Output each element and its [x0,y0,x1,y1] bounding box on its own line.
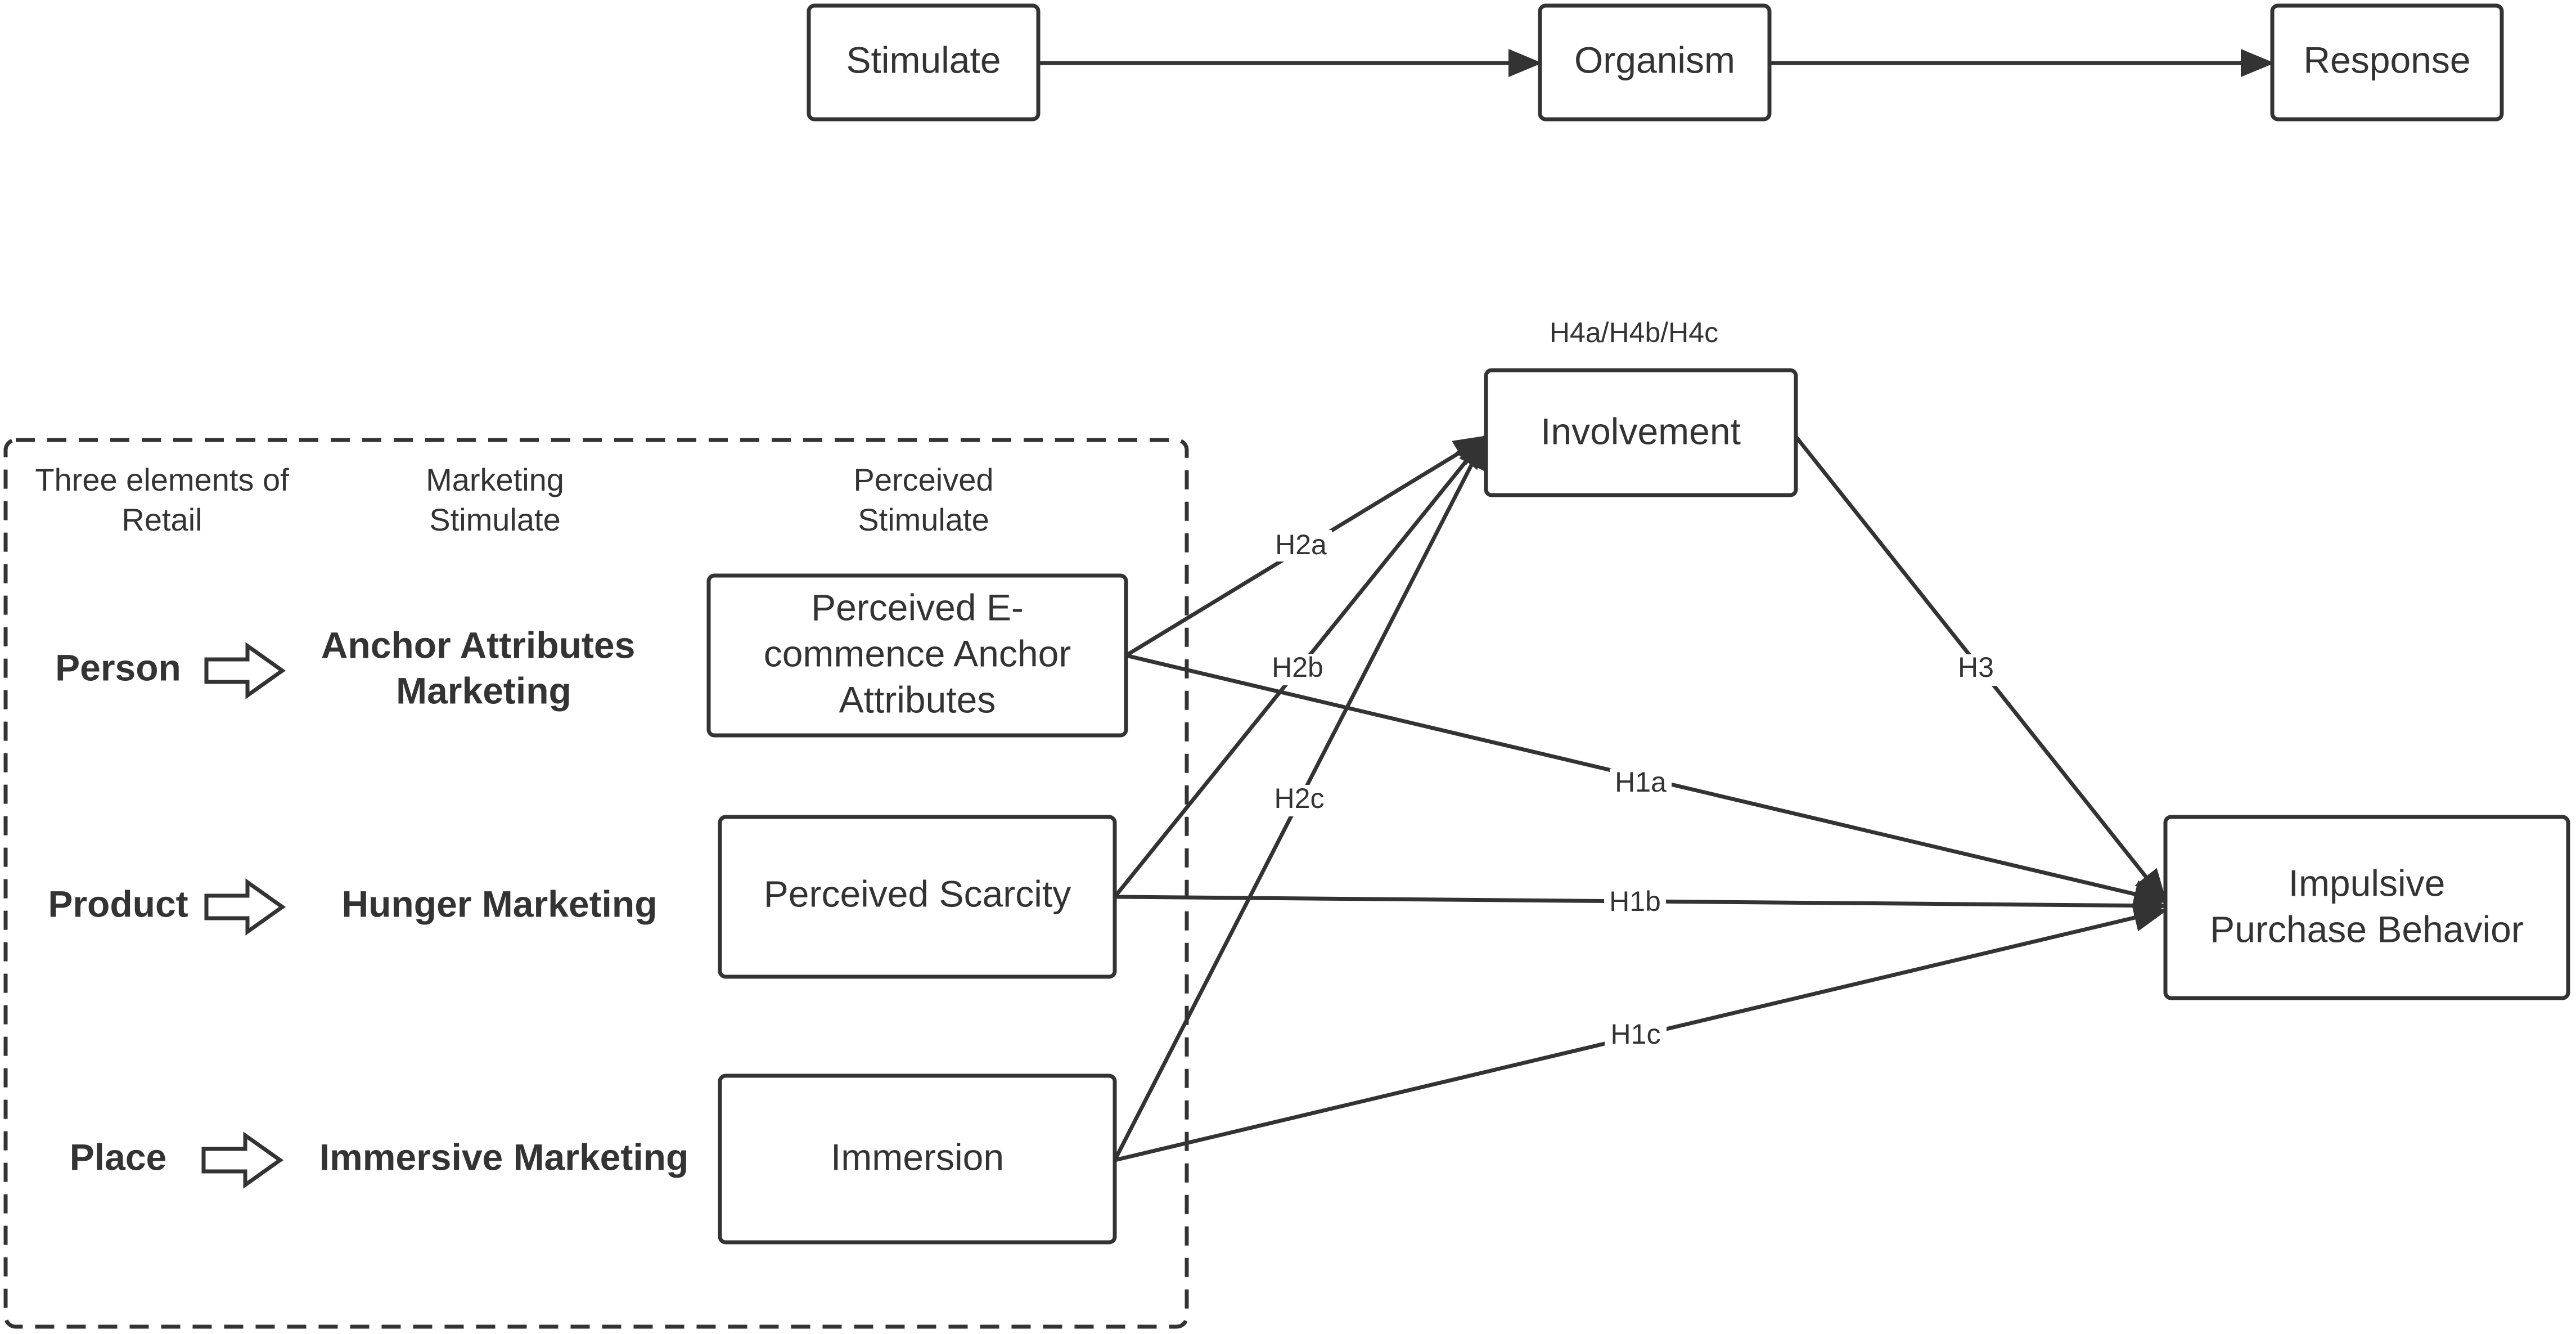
stimuli-group-dashed-box [3,438,1189,1329]
marketing-immersive: Immersive Marketing [319,1136,689,1178]
column-header-marketing: Marketing Stimulate [426,462,564,537]
retail-header-line-2: Retail [121,502,202,537]
marketing-anchor-line-1: Anchor Attributes [321,624,636,666]
marketing-anchor-line-2: Marketing [396,670,571,711]
hypothesis-label-h2a: H2a [1270,529,1332,562]
hollow-arrow-icon [204,878,286,936]
retail-element-person: Person [55,646,181,688]
hollow-arrow-icon [204,642,286,699]
hypothesis-label-h1c: H1c [1605,1018,1667,1052]
marketing-header-line-1: Marketing [426,462,564,497]
column-header-perceived: Perceived Stimulate [853,462,993,537]
svg-text:H1b: H1b [1609,886,1661,917]
svg-text:H2b: H2b [1272,652,1323,683]
marketing-hunger: Hunger Marketing [341,883,657,924]
involvement-label: Involvement [1541,410,1741,452]
hypothesis-label-h1b: H1b [1604,886,1666,919]
hollow-arrow-icon [201,1131,284,1189]
retail-header-line-1: Three elements of [35,462,289,497]
response-label: Response [2303,39,2470,80]
svg-text:H2a: H2a [1275,529,1327,560]
hypothesis-label-h1a: H1a [1610,766,1672,800]
retail-element-product: Product [48,883,188,924]
hypothesis-label-h3: H3 [1952,652,2000,686]
hypothesis-label-h4: H4a/H4b/H4c [1550,317,1718,348]
impulsive-line-1: Impulsive [2289,862,2446,904]
hypothesis-label-h2b: H2b [1267,652,1328,685]
organism-label: Organism [1574,39,1735,80]
marketing-header-line-2: Stimulate [429,502,560,537]
svg-text:H1c: H1c [1611,1018,1661,1050]
hypothesis-label-h2c: H2c [1268,783,1330,816]
involvement-box: Involvement [1484,368,1798,497]
svg-text:H1a: H1a [1615,766,1667,798]
impulsive-line-2: Purchase Behavior [2210,908,2524,950]
anchor-line-3: Attributes [839,679,996,720]
anchor-line-2: commence Anchor [764,632,1071,674]
immersion-box: Immersion [718,1074,1117,1245]
svg-text:H3: H3 [1958,652,1994,683]
perceived-header-line-1: Perceived [853,462,993,497]
scarcity-label: Perceived Scarcity [764,873,1071,914]
organism-box: Organism [1538,3,1772,122]
stimulate-box: Stimulate [807,3,1041,122]
anchor-attributes-box: Perceived E- commence Anchor Attributes [706,573,1128,738]
stimulate-label: Stimulate [846,39,1001,80]
anchor-line-1: Perceived E- [811,586,1024,628]
retail-element-place: Place [70,1136,166,1178]
response-box: Response [2270,3,2504,122]
svg-text:H2c: H2c [1275,783,1325,814]
immersion-label: Immersion [831,1136,1004,1178]
perceived-scarcity-box: Perceived Scarcity [718,815,1117,979]
column-header-retail: Three elements of Retail [35,462,289,537]
impulsive-purchase-box: Impulsive Purchase Behavior [2163,815,2570,1000]
perceived-header-line-2: Stimulate [858,502,989,537]
